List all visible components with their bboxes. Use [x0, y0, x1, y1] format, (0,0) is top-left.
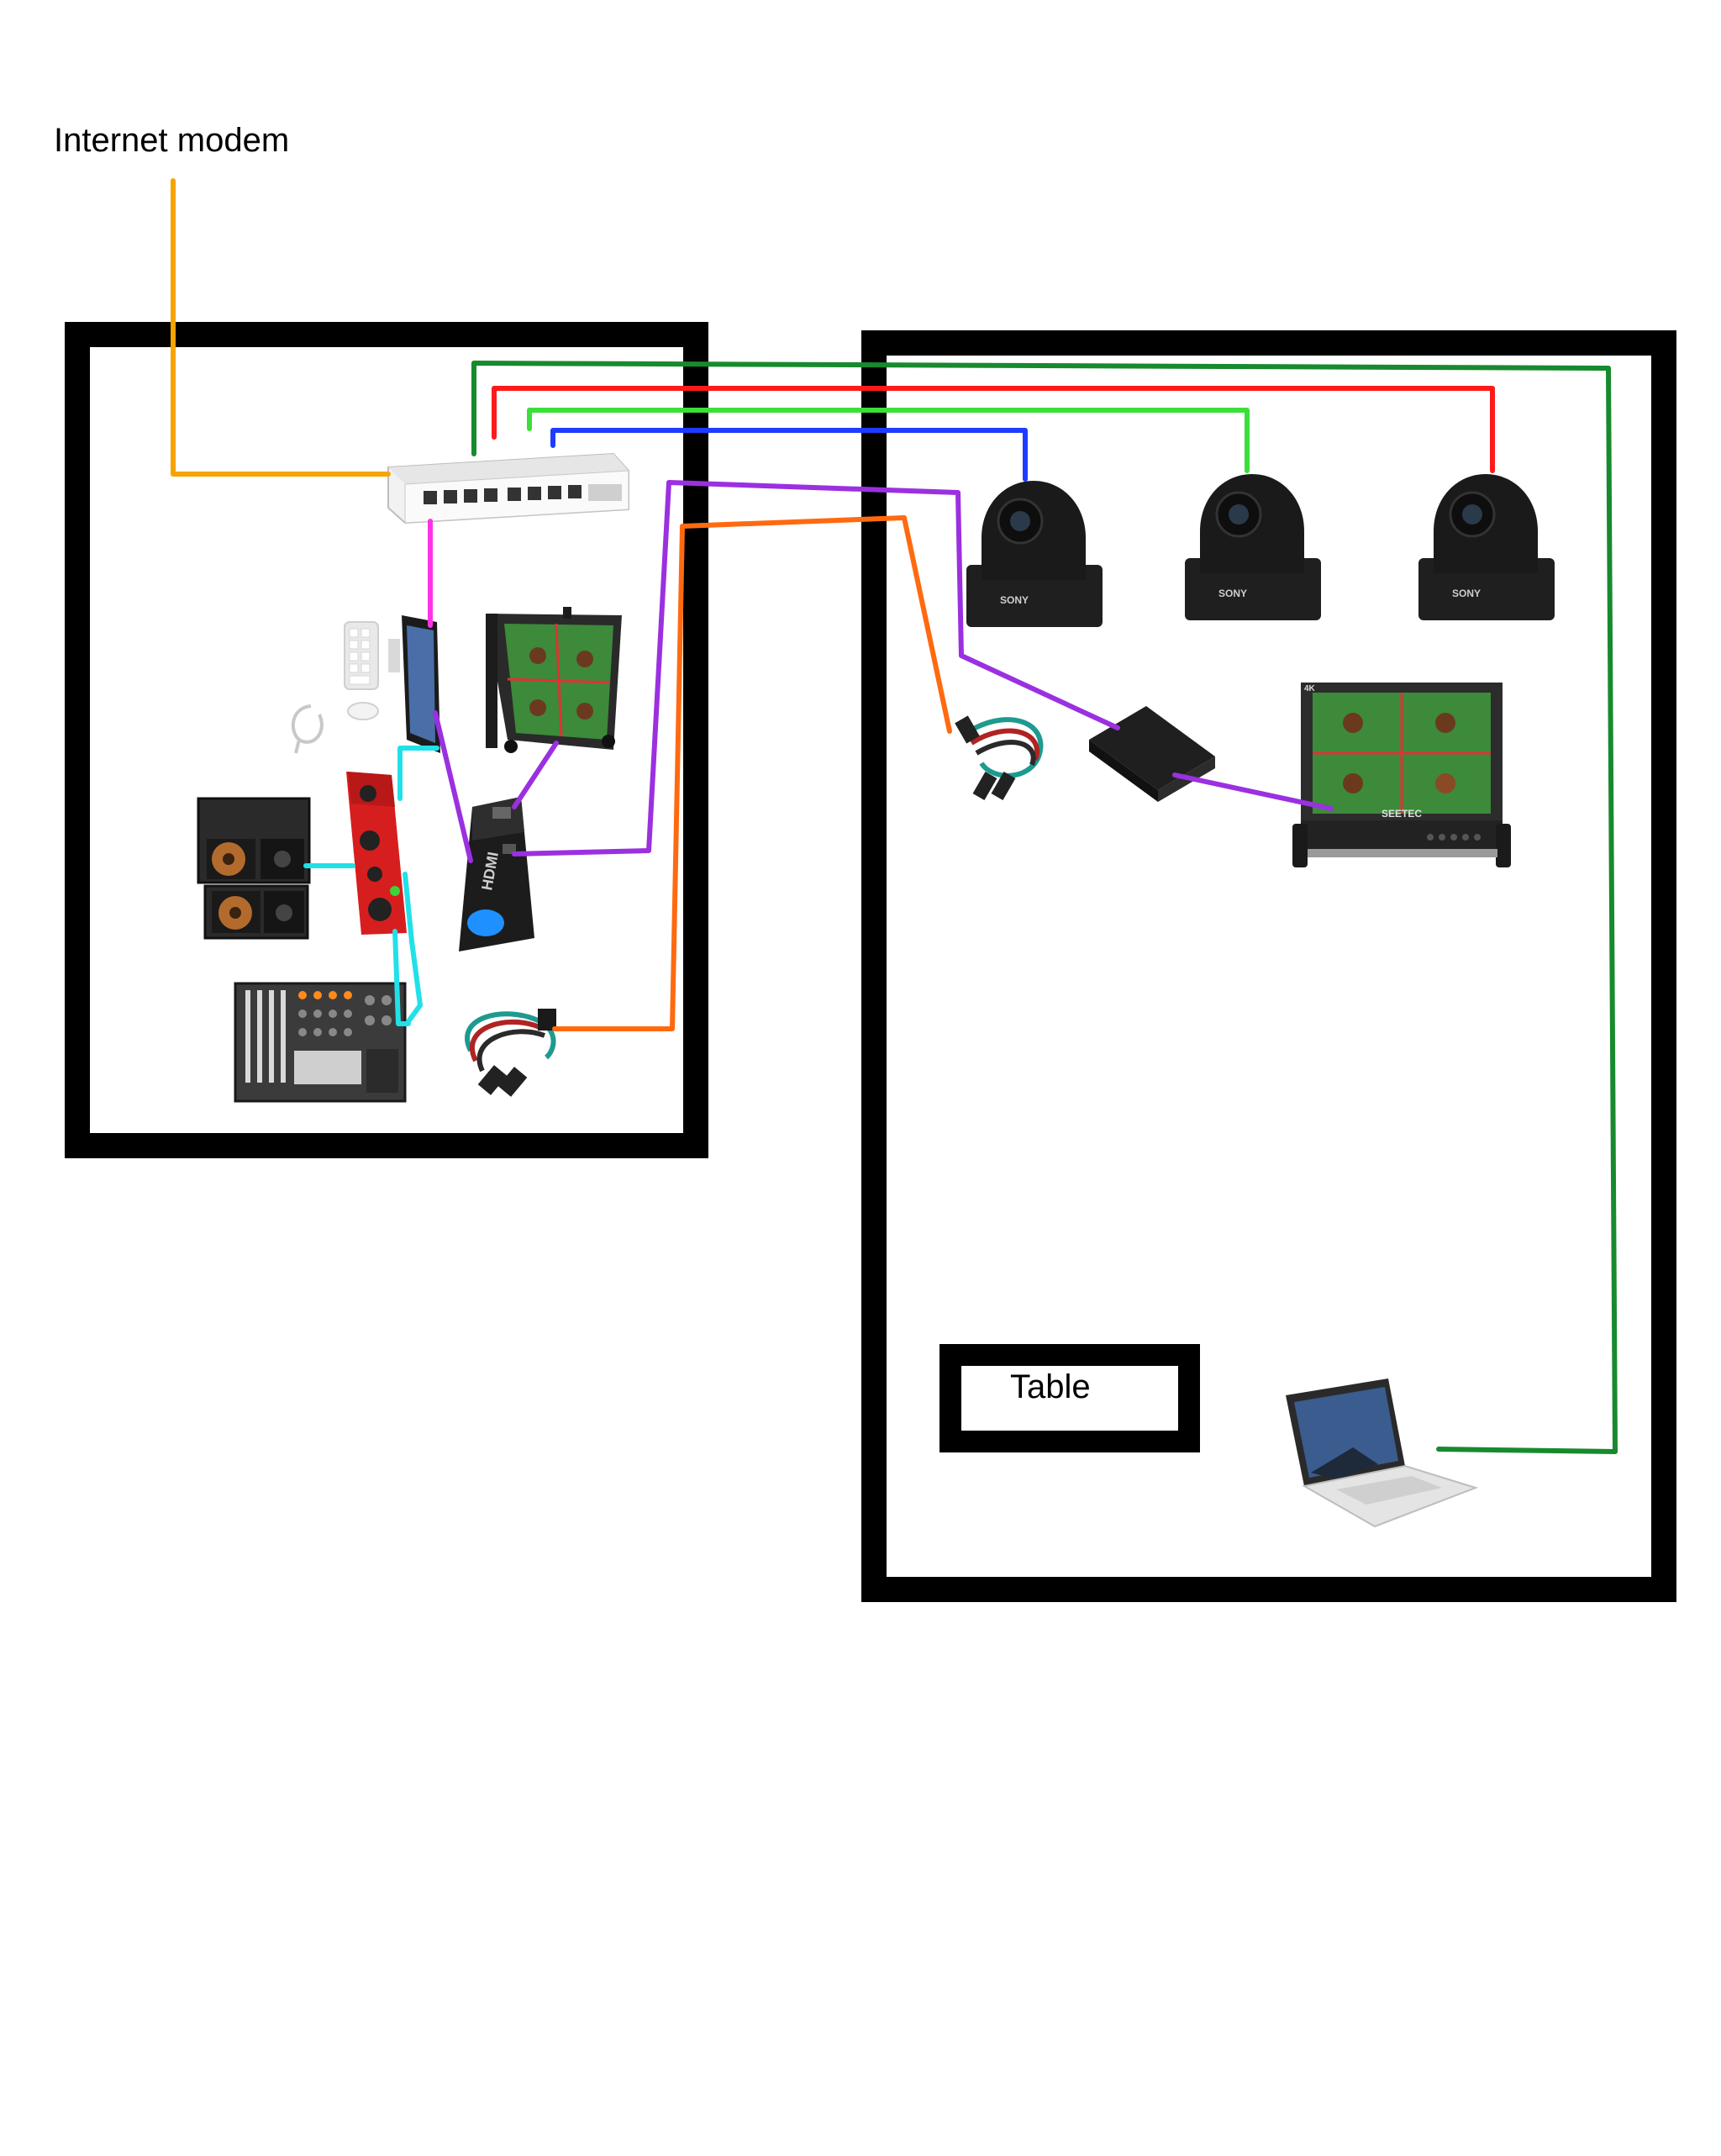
audio-mixer: [234, 982, 407, 1103]
cable-camera-2: [527, 408, 1250, 473]
network-switch: [387, 452, 629, 525]
mouse: [347, 702, 379, 720]
camera-3: SONY: [1418, 474, 1555, 620]
cable-internet: [171, 178, 391, 477]
cable-audio-snake: [552, 515, 952, 1031]
cable-laptop-network: [471, 361, 1618, 1454]
keyboard: [344, 621, 379, 690]
cable-hdmi-receiver-to-monitor: [1172, 772, 1334, 811]
cable-camera-1: [550, 428, 1028, 482]
cable-hdmi-multiview-to-extender: [512, 741, 559, 809]
cable-hdmi-monitor-to-extender: [433, 710, 473, 863]
room-control: [65, 322, 708, 1158]
speaker-bottom: [203, 884, 309, 940]
cable-camera-3: [492, 386, 1495, 473]
cable-audio-interface-monitor: [397, 746, 439, 801]
camera-2: SONY: [1185, 474, 1321, 620]
multiview-monitor-studio: SEETEC 4K: [1292, 683, 1511, 867]
laptop: [1286, 1378, 1479, 1528]
xlr-cables-control: [465, 1009, 556, 1097]
label-internet-modem: Internet modem: [54, 122, 290, 159]
camera-1: SONY: [966, 481, 1103, 627]
monitor-badge: 4K: [1304, 684, 1316, 693]
hdmi-extender-receiver: [1089, 706, 1215, 802]
camera-2-brand: SONY: [1218, 588, 1247, 599]
table: [939, 1344, 1200, 1452]
speaker-top: [197, 797, 311, 884]
room-studio: [861, 330, 1676, 1602]
cable-audio-interface-mixer-2: [392, 929, 411, 1026]
charging-cable: [291, 704, 324, 754]
camera-3-brand: SONY: [1452, 588, 1481, 599]
cable-audio-interface-mixer: [403, 872, 423, 1026]
camera-1-brand: SONY: [1000, 594, 1029, 606]
audio-interface: [346, 772, 407, 935]
multiview-monitor-control: [486, 607, 622, 753]
cable-hdmi-run: [512, 480, 1120, 857]
label-table: Table: [1010, 1368, 1091, 1405]
monitor-brand: SEETEC: [1382, 808, 1422, 820]
hdmi-extender-transmitter: HDMI: [459, 797, 534, 951]
xlr-cables-studio: [955, 715, 1044, 800]
desktop-monitor: [388, 615, 440, 753]
